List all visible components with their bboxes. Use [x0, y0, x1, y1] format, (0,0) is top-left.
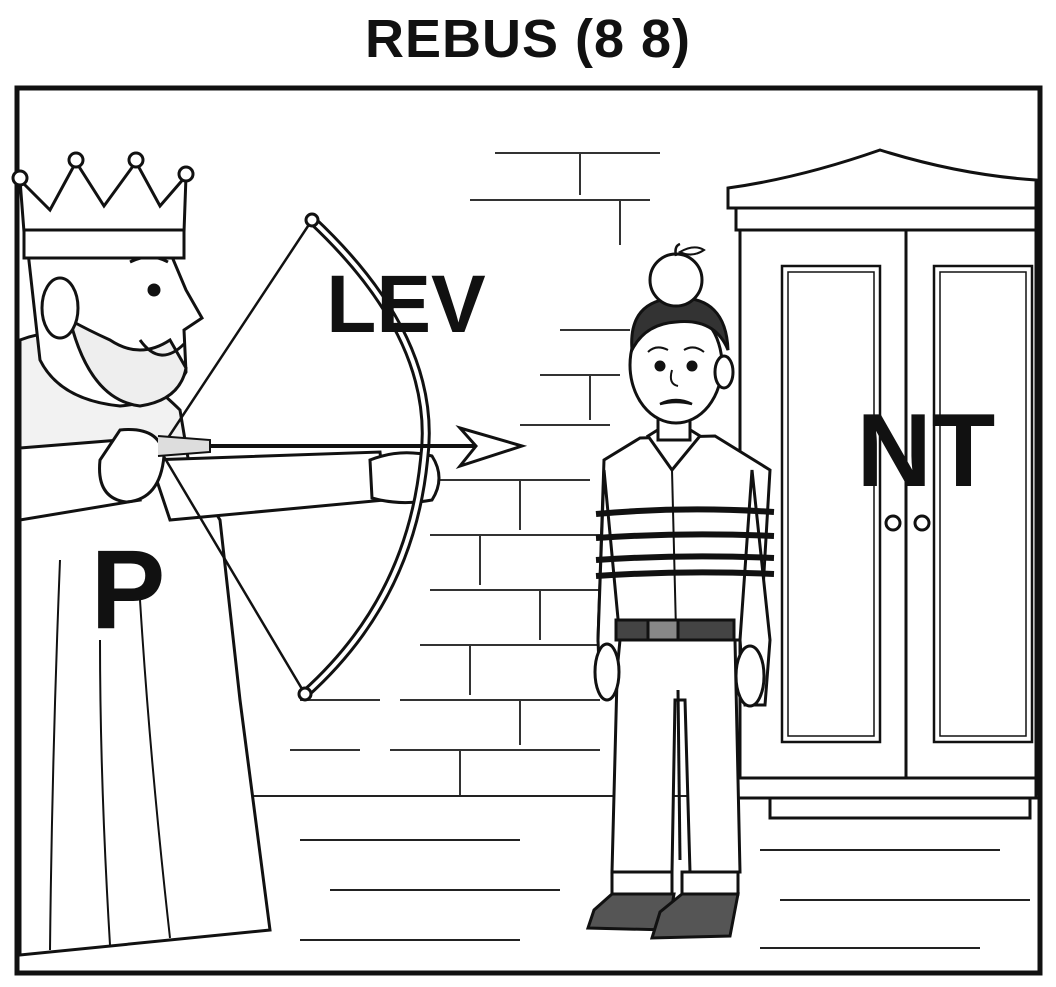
arrowhead	[455, 425, 528, 469]
wardrobe-knob-right	[913, 514, 931, 532]
bow-and-arrow	[157, 212, 528, 702]
wardrobe-knob-left	[884, 514, 902, 532]
puzzle-title: REBUS (8 8)	[364, 9, 692, 69]
brick-wall	[290, 152, 660, 795]
apple	[648, 252, 704, 308]
king	[11, 151, 441, 957]
wardrobe	[726, 148, 1038, 820]
tied-man	[585, 242, 775, 940]
wardrobe-label: NT	[857, 393, 996, 509]
bow-label: LEV	[326, 259, 486, 350]
king-label: P	[91, 527, 166, 652]
